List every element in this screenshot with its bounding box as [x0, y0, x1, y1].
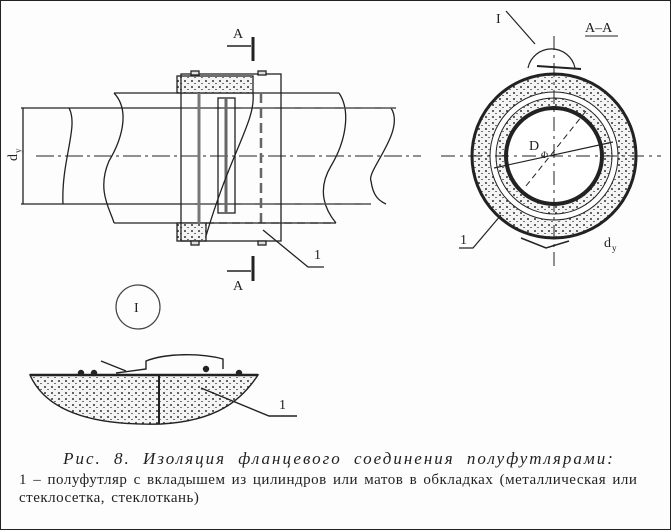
- detail-callout-label: I: [496, 12, 501, 27]
- flange-diameter-label: D: [529, 139, 539, 154]
- side-view: [21, 37, 421, 281]
- section-pipe-diameter-sub: у: [612, 243, 617, 253]
- section-mark-bottom: A: [233, 279, 244, 294]
- pipe-diameter-label: d: [6, 154, 21, 161]
- caption-title: Рис. 8. Изоляция фланцевого соединения п…: [63, 449, 615, 468]
- section-title: А–А: [585, 21, 613, 36]
- detail-view: [28, 354, 297, 425]
- flange-diameter-sub: Ф: [541, 150, 548, 160]
- half-sleeve: [176, 70, 336, 246]
- detail-marker-label: I: [134, 301, 139, 316]
- part-number-detail: 1: [279, 398, 286, 413]
- section-marker: [227, 37, 255, 281]
- pipe-diameter-sub: у: [13, 148, 23, 153]
- caption-body: 1 – полуфутляр с вкладышем из цилиндров …: [19, 472, 638, 506]
- detail-marker-circle: [115, 284, 161, 330]
- technical-drawing: A A 1 d у I 1 I А–А D Ф 1 d: [6, 10, 661, 425]
- figure-caption: Рис. 8. Изоляция фланцевого соединения п…: [19, 449, 659, 507]
- part-number-section: 1: [460, 233, 467, 248]
- section-view: [441, 10, 661, 271]
- part-number-side: 1: [314, 248, 321, 263]
- leader-line: [262, 229, 324, 268]
- section-pipe-diameter-label: d: [604, 236, 611, 251]
- section-mark-top: A: [233, 27, 244, 42]
